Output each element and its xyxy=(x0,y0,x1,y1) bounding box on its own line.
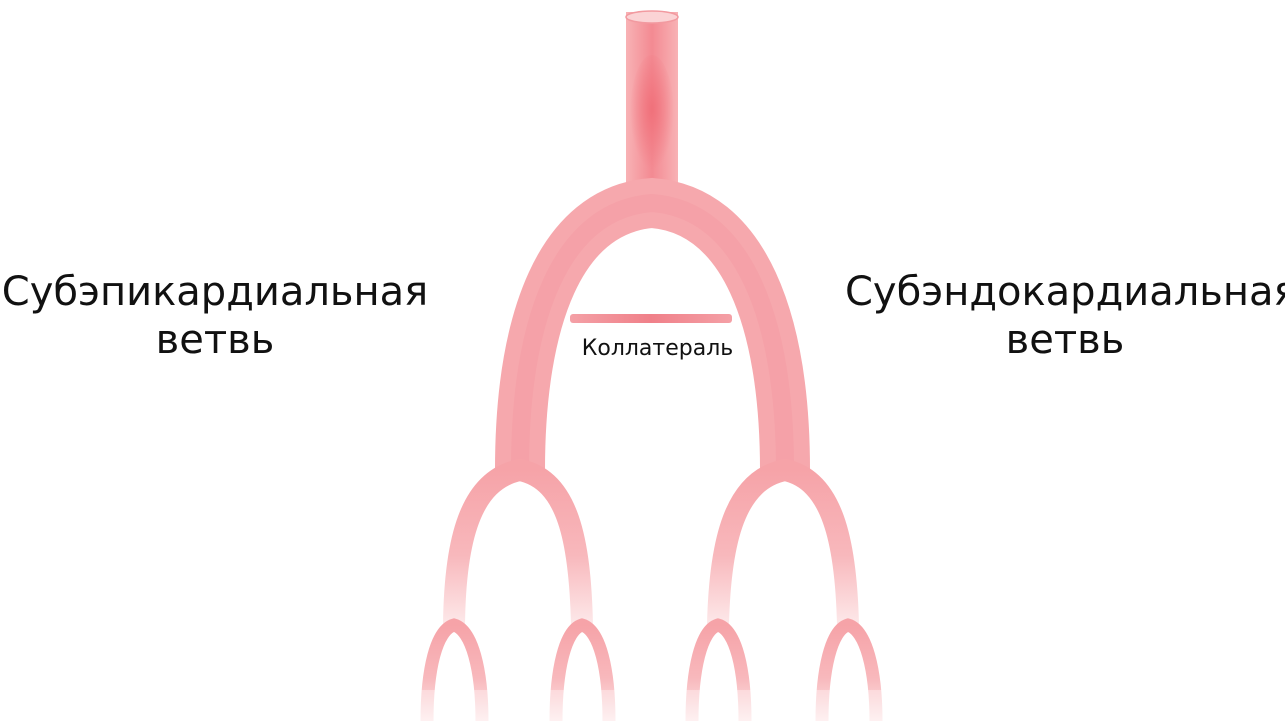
collateral-label: Коллатераль xyxy=(555,336,760,362)
left-secondary-branch xyxy=(454,470,582,625)
bottom-fade xyxy=(400,690,900,721)
subendocardial-label-line1: Субэндокардиальная xyxy=(845,268,1285,316)
trunk-opening xyxy=(626,11,678,23)
subendocardial-branch-label: Субэндокардиальная ветвь xyxy=(845,268,1285,364)
right-secondary-branch xyxy=(718,470,848,625)
collateral-vessel xyxy=(570,314,732,323)
subendocardial-label-line2: ветвь xyxy=(845,316,1285,364)
subepicardial-label-line2: ветвь xyxy=(0,316,430,364)
subepicardial-branch-label: Субэпикардиальная ветвь xyxy=(0,268,430,364)
subepicardial-label-line1: Субэпикардиальная xyxy=(0,268,430,316)
trunk-highlight xyxy=(630,55,674,175)
